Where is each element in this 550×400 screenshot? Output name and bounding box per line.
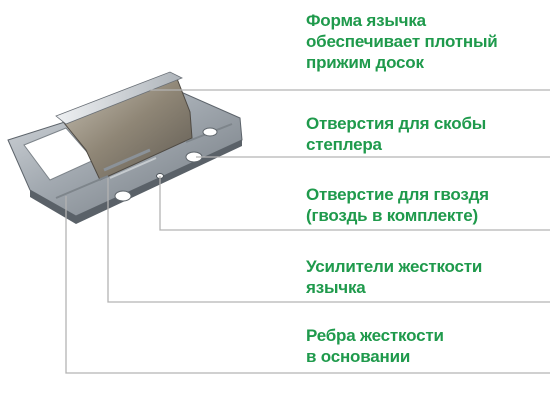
callout-tongue-stiffeners: Усилители жесткости язычка: [306, 256, 482, 298]
callout-line: Отверстие для гвоздя: [306, 185, 489, 204]
mounting-clip-image: [7, 71, 243, 224]
callout-line: обеспечивает плотный: [306, 32, 498, 51]
callout-staple-holes: Отверстия для скобы степлера: [306, 113, 486, 155]
tongue-stiffener: [109, 157, 157, 179]
callout-line: Отверстия для скобы: [306, 114, 487, 133]
base-rib: [55, 175, 109, 199]
callout-line: степлера: [306, 135, 382, 154]
leader-lines: [65, 89, 550, 374]
staple-hole: [202, 127, 218, 137]
clip-tongue-lip: [55, 71, 183, 125]
callout-line: язычка: [306, 278, 366, 297]
staple-hole: [114, 190, 132, 202]
tongue-stiffener: [103, 148, 151, 172]
leader-line-nail: [159, 176, 550, 231]
callout-line: Ребра жесткости: [306, 326, 444, 345]
callout-line: прижим досок: [306, 53, 424, 72]
callout-nail-hole: Отверстие для гвоздя (гвоздь в комплекте…: [306, 184, 489, 226]
callout-base-ribs: Ребра жесткости в основании: [306, 325, 444, 367]
callout-tongue-shape: Форма язычка обеспечивает плотный прижим…: [306, 10, 498, 73]
leader-line-ribs: [65, 196, 550, 374]
callout-line: Форма язычка: [306, 11, 426, 30]
callout-line: Усилители жесткости: [306, 257, 483, 276]
callout-line: (гвоздь в комплекте): [306, 206, 478, 225]
leader-line-stiffener: [107, 178, 550, 303]
callout-line: в основании: [306, 347, 411, 366]
